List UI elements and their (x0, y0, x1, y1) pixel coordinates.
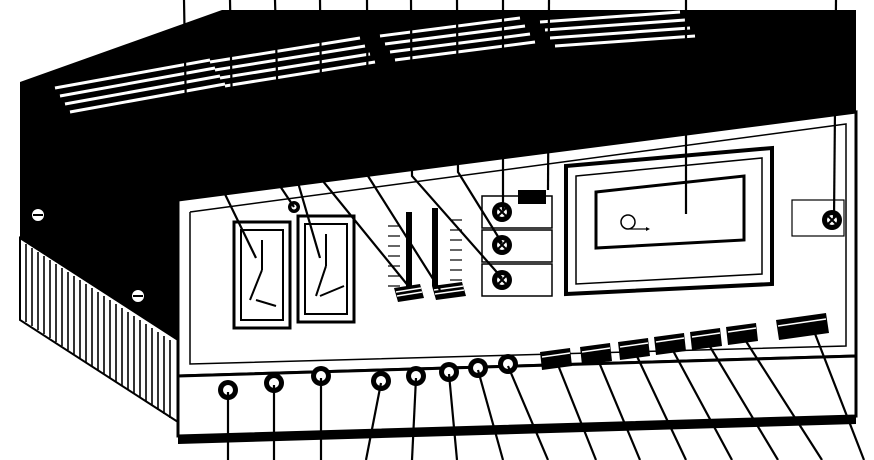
right-knob (822, 210, 842, 230)
callout-top-6 (409, 0, 503, 279)
function-knob-3 (492, 270, 512, 290)
level-fader-section (388, 208, 462, 290)
transport-key-6 (726, 323, 758, 345)
bottom-knob-4 (371, 371, 391, 391)
callout-top-3 (273, 0, 322, 259)
callout-top-5 (365, 0, 441, 291)
bottom-callout-lines (226, 325, 866, 460)
transport-key-1 (540, 348, 572, 370)
function-knob-2 (492, 235, 512, 255)
callout-top-4 (318, 0, 411, 289)
transport-key-3 (618, 338, 650, 360)
bottom-knob-2 (264, 373, 284, 393)
top-vent-slots (54, 10, 696, 114)
bottom-knob-6 (439, 362, 459, 382)
callout-bottom-10 (594, 354, 642, 460)
callout-bottom-12 (669, 344, 733, 460)
bottom-knobs (218, 354, 518, 400)
callout-bottom-14 (741, 334, 823, 460)
callout-bottom-9 (554, 359, 598, 460)
deck-side-heatsink (19, 236, 179, 424)
callout-bottom-4 (364, 382, 383, 460)
counter-display (518, 190, 546, 204)
transport-key-5 (690, 328, 722, 350)
callout-top-7 (455, 0, 503, 244)
function-knob-1 (492, 202, 512, 222)
transport-key-2 (580, 343, 612, 365)
bottom-knob-1 (218, 380, 238, 400)
callout-bottom-11 (633, 349, 687, 460)
callout-bottom-15 (810, 325, 866, 460)
transport-keys (540, 313, 829, 370)
callout-top-9 (546, 0, 551, 191)
vu-meter-right (296, 214, 356, 324)
transport-key-4 (654, 333, 686, 355)
callout-bottom-13 (705, 339, 779, 460)
callout-bottom-7 (476, 369, 505, 460)
callout-bottom-6 (447, 373, 459, 460)
bottom-knob-8 (498, 354, 518, 374)
top-callout-lines (182, 0, 838, 291)
deck-left-side (20, 82, 178, 340)
cassette-reel-icon (620, 214, 650, 231)
cassette-door (564, 145, 774, 297)
bottom-knob-7 (468, 358, 488, 378)
callout-top-11 (832, 0, 838, 219)
callout-top-1 (182, 0, 257, 259)
callout-bottom-8 (506, 365, 550, 460)
callout-top-2 (228, 0, 295, 208)
bottom-knob-5 (406, 366, 426, 386)
deck-top-plate (20, 10, 856, 200)
level-fader-knob-left (394, 284, 424, 302)
vu-meter-left (232, 220, 292, 330)
callout-bottom-5 (410, 377, 418, 460)
bottom-knob-3 (311, 366, 331, 386)
